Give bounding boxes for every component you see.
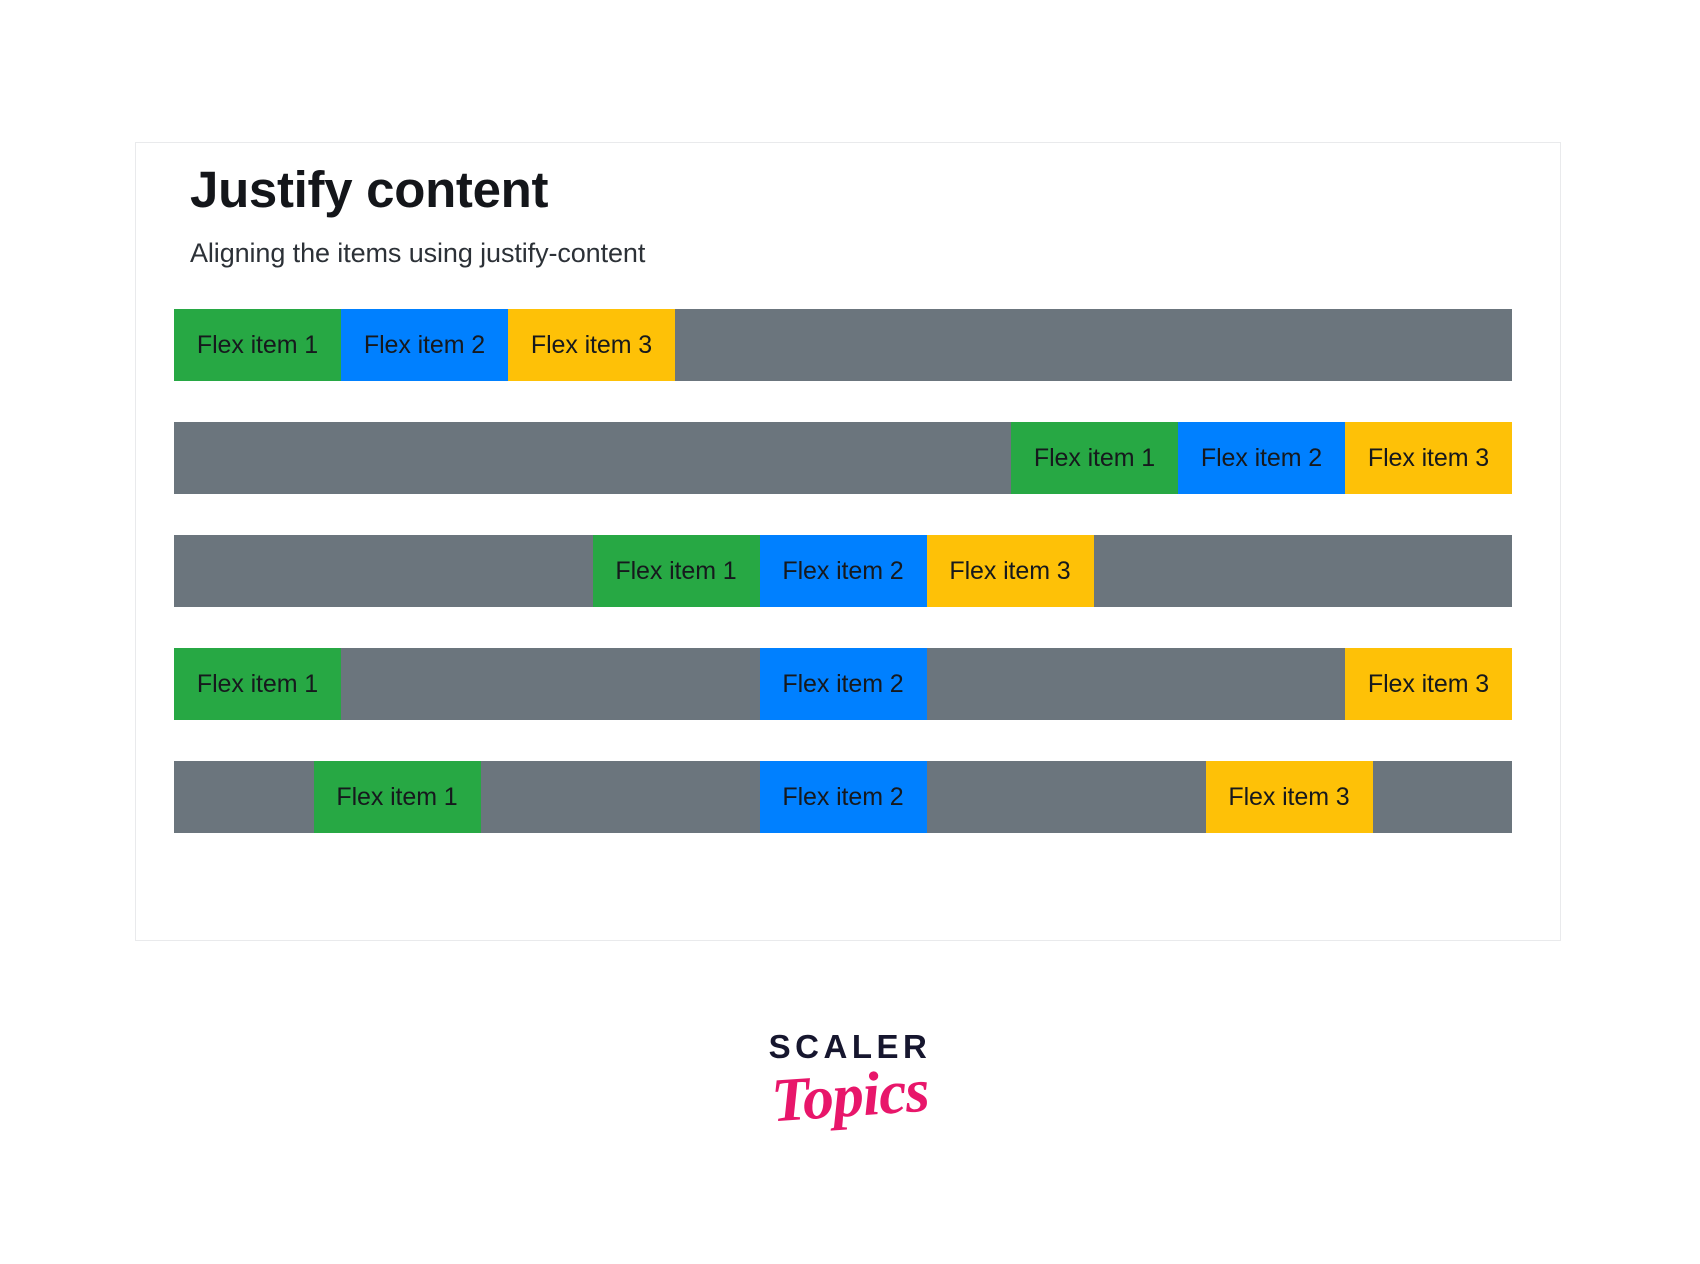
flex-item: Flex item 1 bbox=[1011, 422, 1178, 494]
flex-item: Flex item 3 bbox=[1205, 761, 1373, 833]
diagram-card: Justify content Aligning the items using… bbox=[135, 142, 1561, 941]
flex-item: Flex item 3 bbox=[1345, 422, 1512, 494]
flex-row-space-around: Flex item 1 Flex item 2 Flex item 3 bbox=[174, 761, 1512, 833]
flex-item: Flex item 2 bbox=[1178, 422, 1345, 494]
flex-row-flex-start: Flex item 1 Flex item 2 Flex item 3 bbox=[174, 309, 1512, 381]
brand-logo: SCALER Topics bbox=[0, 1028, 1700, 1135]
flex-item: Flex item 3 bbox=[1345, 648, 1512, 720]
flex-item: Flex item 1 bbox=[174, 648, 341, 720]
flex-item: Flex item 3 bbox=[508, 309, 675, 381]
page-subtitle: Aligning the items using justify-content bbox=[190, 238, 646, 268]
flex-item: Flex item 1 bbox=[174, 309, 341, 381]
flex-row-center: Flex item 1 Flex item 2 Flex item 3 bbox=[174, 535, 1512, 607]
brand-logo-primary: SCALER bbox=[768, 1028, 932, 1065]
flex-item: Flex item 3 bbox=[926, 535, 1094, 607]
flex-item: Flex item 2 bbox=[759, 761, 927, 833]
card-inner: Justify content Aligning the items using… bbox=[136, 143, 1560, 940]
flex-item: Flex item 2 bbox=[759, 535, 927, 607]
page-title: Justify content bbox=[190, 161, 549, 218]
flex-item: Flex item 2 bbox=[341, 309, 508, 381]
flex-row-flex-end: Flex item 1 Flex item 2 Flex item 3 bbox=[174, 422, 1512, 494]
flex-row-space-between: Flex item 1 Flex item 2 Flex item 3 bbox=[174, 648, 1512, 720]
flex-rows-container: Flex item 1 Flex item 2 Flex item 3 Flex… bbox=[174, 309, 1512, 833]
flex-item: Flex item 1 bbox=[592, 535, 760, 607]
flex-item: Flex item 2 bbox=[759, 648, 927, 720]
flex-item: Flex item 1 bbox=[313, 761, 481, 833]
